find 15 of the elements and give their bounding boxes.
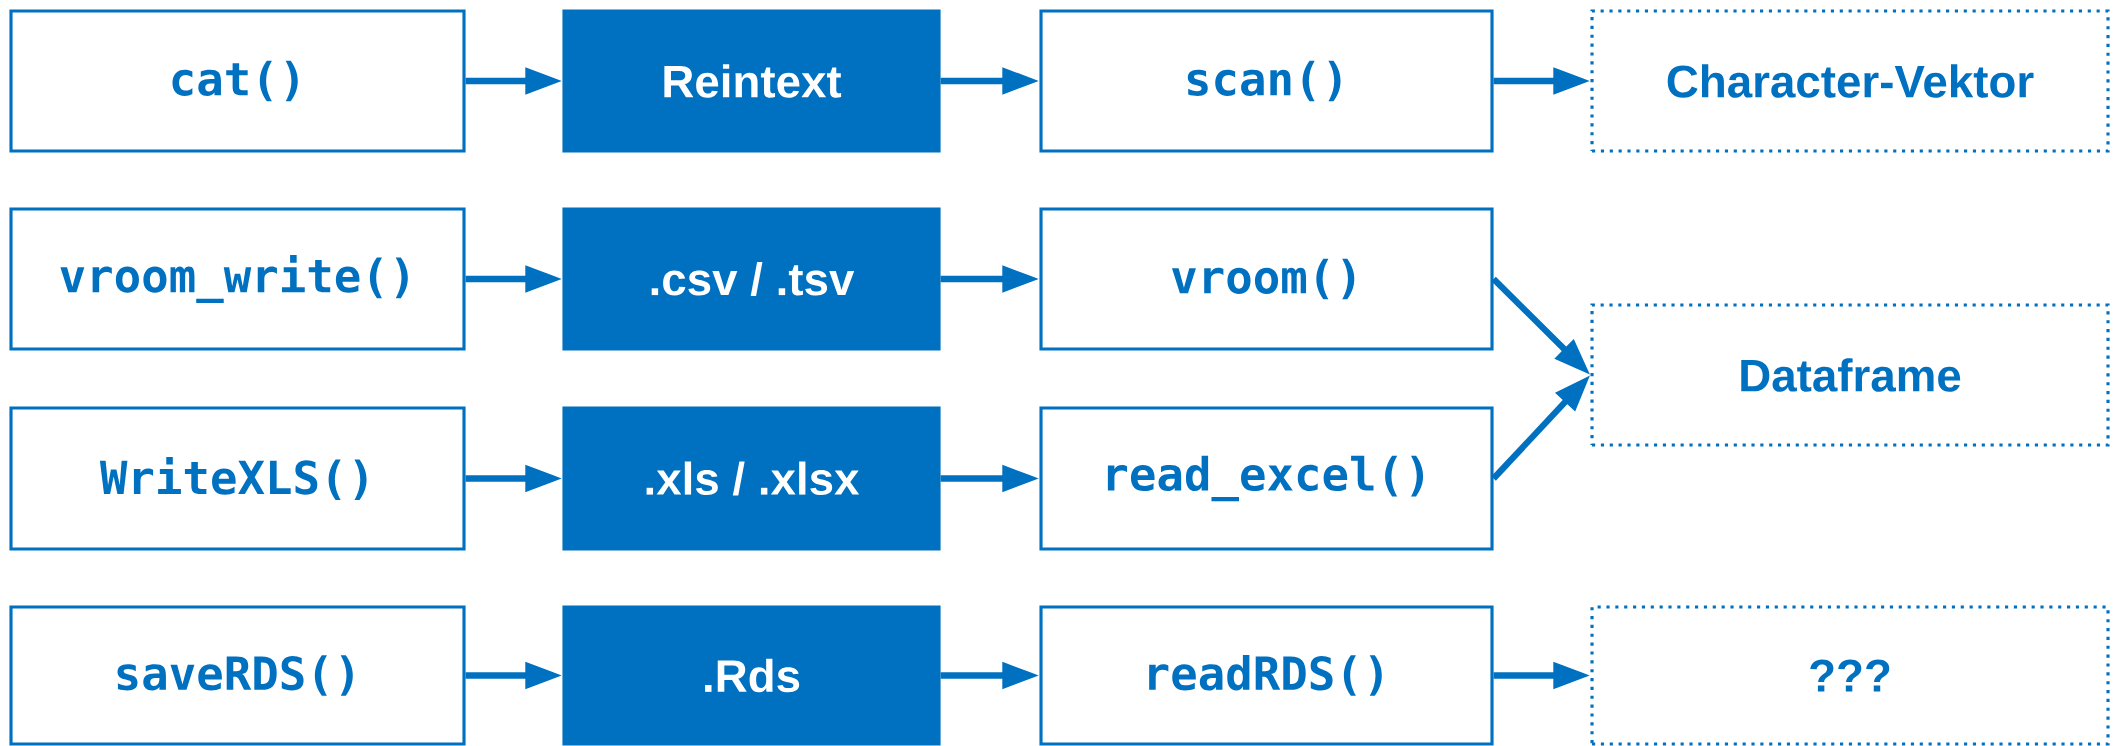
function-box: vroom() xyxy=(1039,207,1494,351)
result-box: Character-Vektor xyxy=(1590,9,2110,153)
file-format-box: Reintext xyxy=(562,9,941,153)
function-box: readRDS() xyxy=(1039,605,1494,746)
function-box: cat() xyxy=(9,9,466,153)
file-format-box: .Rds xyxy=(562,605,941,746)
function-box: saveRDS() xyxy=(9,605,466,746)
file-format-box: .xls / .xlsx xyxy=(562,406,941,551)
function-box: read_excel() xyxy=(1039,406,1494,551)
function-box: scan() xyxy=(1039,9,1494,153)
result-box: Dataframe xyxy=(1590,303,2110,447)
function-box: vroom_write() xyxy=(9,207,466,351)
function-box: WriteXLS() xyxy=(9,406,466,551)
result-box: ??? xyxy=(1590,605,2110,746)
file-format-box: .csv / .tsv xyxy=(562,207,941,351)
